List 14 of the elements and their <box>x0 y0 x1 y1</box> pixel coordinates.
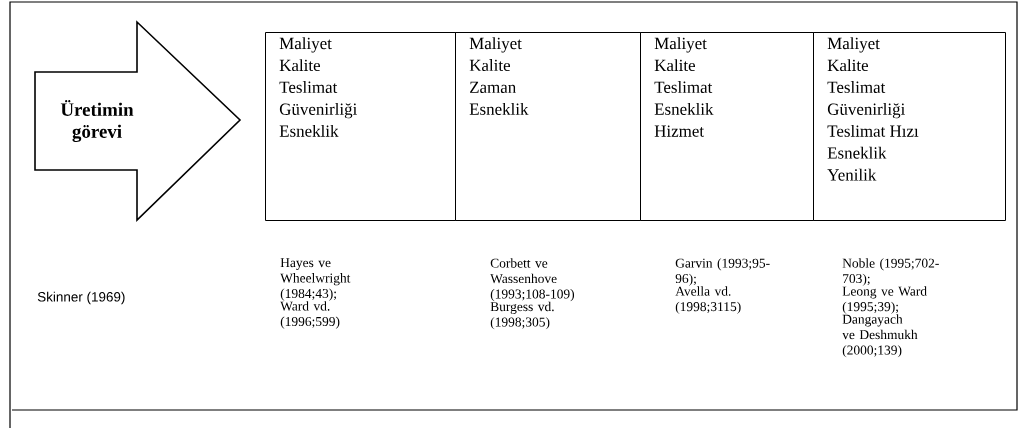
citation-text: Avella vd. (1998;3115) <box>675 286 741 314</box>
citation-text: Ward vd. (1996;599) <box>280 301 340 329</box>
citation-text: Leong ve Ward (1995;39); <box>842 286 927 314</box>
table-cell: Maliyet Kalite Teslimat Güvenirliği Esneklik <box>265 32 456 221</box>
citation-text: Garvin (1993;95-96); <box>675 258 770 286</box>
citation-text: Burgess vd. (1998;305) <box>490 301 554 330</box>
citation-text: Hayes ve Wheelwright (1984;43); <box>280 258 351 301</box>
citation-text: Dangayach ve Deshmukh (2000;139) <box>842 314 918 358</box>
citation-text: Noble (1995;702- 703); <box>842 258 939 286</box>
citation-text: Skinner (1969) <box>37 291 125 305</box>
table-cell: Maliyet Kalite Teslimat Güvenirliği Teslimat Hızı Esneklik Yenilik <box>813 32 1006 221</box>
table-cell: Maliyet Kalite Teslimat Esneklik Hizmet <box>640 32 814 221</box>
table-cell: Maliyet Kalite Zaman Esneklik <box>455 32 641 221</box>
citation-text: Corbett ve Wassenhove (1993;108-109) <box>490 258 575 302</box>
